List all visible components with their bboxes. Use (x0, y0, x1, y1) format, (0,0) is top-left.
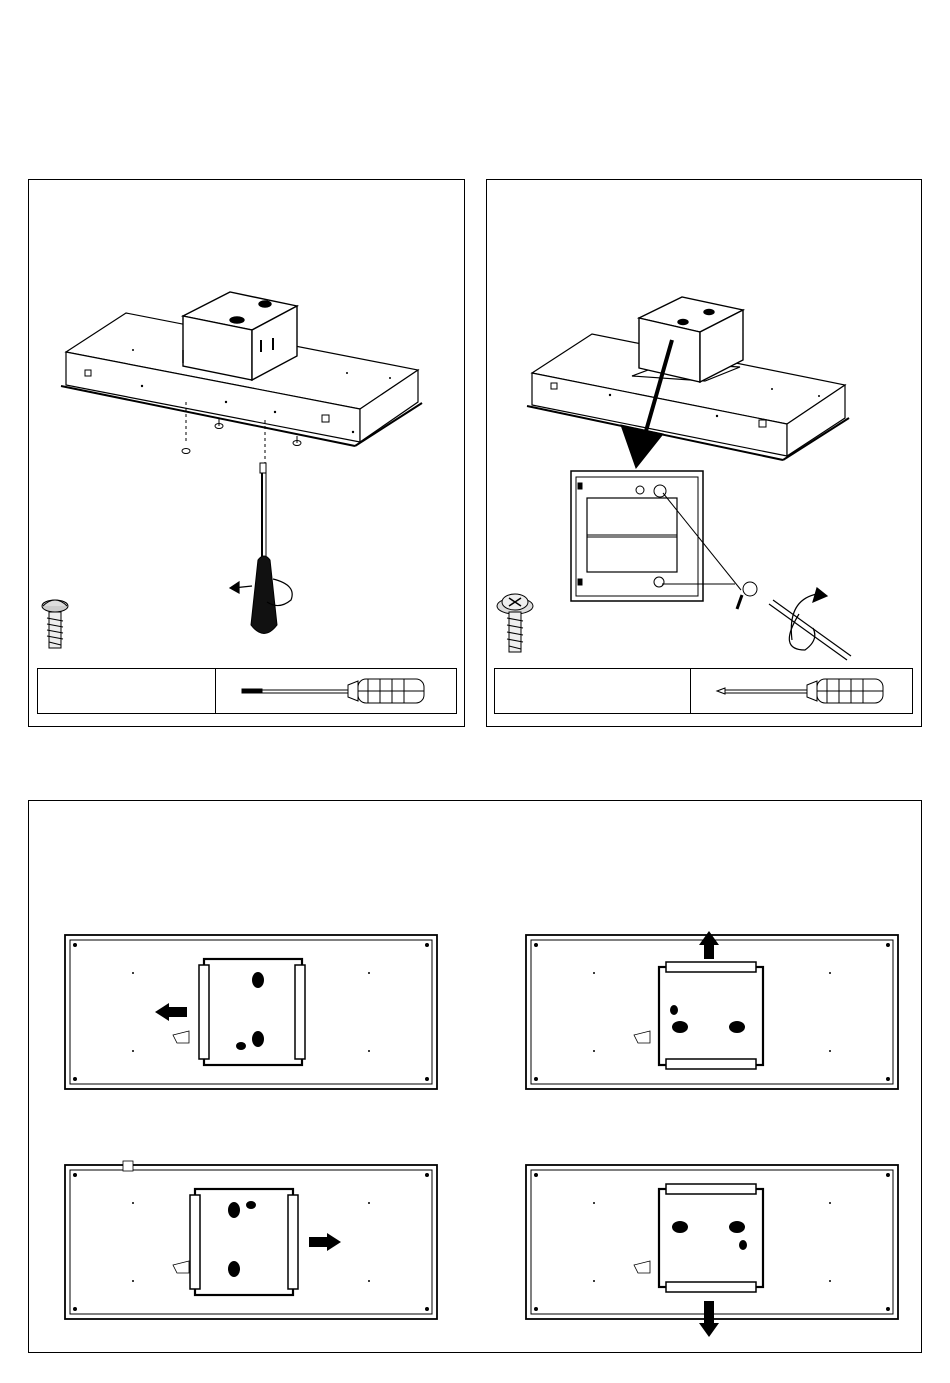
tool-label (495, 669, 691, 713)
step-panel-remove-motor (486, 179, 922, 727)
detail-inset (571, 471, 703, 601)
orientation-view-right (65, 1161, 437, 1319)
pan-head-screw-icon (42, 600, 68, 648)
flat-screwdriver-icon (228, 669, 448, 713)
tool-label (38, 669, 216, 713)
orientation-view-down (526, 1165, 898, 1319)
flat-screwdriver-in-use (251, 463, 277, 634)
hood-screw-removal-illustration (29, 180, 466, 728)
motor-removal-illustration (487, 180, 923, 728)
phillips-screwdriver-in-use (769, 588, 851, 660)
phillips-screwdriver-icon (695, 669, 910, 713)
motor-orientation-views (29, 801, 923, 1354)
step-panel-motor-orientation (28, 800, 922, 1353)
tool-box (494, 668, 913, 714)
washer-screw-removed (737, 582, 757, 609)
step-panel-remove-screws (28, 179, 465, 727)
tool-box (37, 668, 457, 714)
washer-head-screw-icon (497, 594, 533, 652)
orientation-view-left (65, 935, 437, 1089)
